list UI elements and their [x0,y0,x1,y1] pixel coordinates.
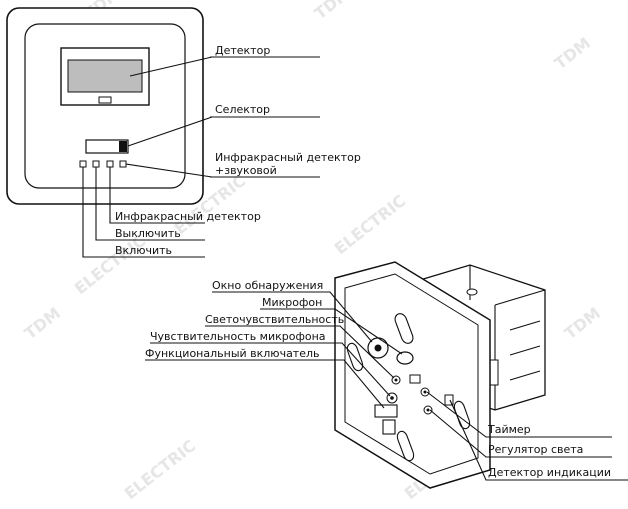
switch-terminal [382,419,396,435]
front-leaders [82,56,320,258]
label-on: Включить [115,244,172,257]
back-view [334,261,546,489]
watermark-tdm-6: TDM [561,303,604,343]
watermark-tdm-4: TDM [551,33,594,73]
mode-mark-ir [106,160,114,168]
label-timer: Таймер [487,423,531,436]
screw-slot-bottom [396,430,415,462]
detector-led [98,96,112,104]
detection-lens-center [374,344,382,352]
watermark-electric-4: ELECTRIC [121,436,199,503]
front-view [6,7,204,205]
detector-lens [67,59,143,93]
mode-mark-on [79,160,87,168]
label-mic-sensitivity: Чувствительность микрофона [150,330,326,343]
label-ir-sound-line2: +звуковой [215,164,277,177]
label-window: Окно обнаружения [212,279,323,292]
function-switch [374,404,398,418]
label-off: Выключить [115,227,181,240]
label-indicator: Детектор индикации [488,466,611,479]
front-frame-outer [6,7,204,205]
svg-text:TDM: TDM [311,0,354,23]
watermark-tdm-3: TDM [311,0,354,23]
svg-text:ELECTRIC: ELECTRIC [331,191,409,258]
mode-mark-off [92,160,100,168]
mode-mark-ir-sound [119,160,127,168]
label-ir: Инфракрасный детектор [115,210,261,223]
label-ir-sound-line1: Инфракрасный детектор [215,151,361,164]
back-leaders-left [145,291,403,409]
label-function-switch: Функциональный включатель [145,347,320,360]
watermark-electric-2: ELECTRIC [331,191,409,258]
selector-slider [85,139,129,154]
label-light-sensitivity: Светочувствительность [205,313,344,326]
front-frame-inner [24,23,186,189]
label-selector: Селектор [215,103,270,116]
selector-knob [119,141,127,152]
svg-text:ELECTRIC: ELECTRIC [121,436,199,503]
back-leaders-right [426,391,628,481]
mounting-plate-inner [344,273,479,475]
svg-text:TDM: TDM [21,303,64,343]
microphone [396,351,414,365]
label-light-regulator: Регулятор света [488,443,583,456]
label-microphone: Микрофон [262,296,322,309]
watermark-tdm-5: TDM [21,303,64,343]
label-detector: Детектор [215,44,270,57]
screw-slot-top [394,313,414,344]
svg-text:TDM: TDM [551,33,594,73]
svg-text:TDM: TDM [561,303,604,343]
